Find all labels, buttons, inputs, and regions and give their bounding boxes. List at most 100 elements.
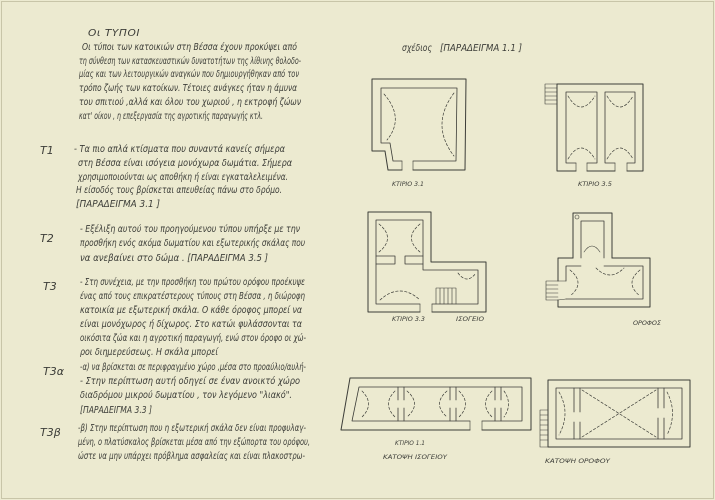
- staircase: [545, 280, 567, 301]
- type-line: - Στην περίπτωση αυτή οδηγεί σε έναν ανο…: [80, 376, 300, 387]
- cross-vault-line: [581, 389, 657, 438]
- type-line: μένη, ο πλατύσκαλος βρίσκεται μέσα από τ…: [77, 437, 310, 448]
- intro-line: τρόπο ζωής των κατοίκων. Τέτοιες ανάγκες…: [79, 83, 298, 94]
- type-t3b: T3β -β) Στην περίπτωση που η εξωτερική σ…: [40, 423, 310, 462]
- vault-line: [388, 390, 396, 418]
- type-line: ένας από τους επικρατέστερους τύπους στη…: [80, 291, 305, 302]
- inner-wall: [351, 386, 523, 422]
- type-t2: T2 - Εξέλιξη αυτού του προηγούμενου τύπο…: [40, 224, 305, 264]
- staircase: [435, 287, 457, 305]
- intro-paragraph: Οι τύποι των κατοικιών στη Βέσσα έχουν π…: [78, 42, 301, 122]
- door-jambs: [469, 420, 483, 431]
- staircase: [544, 83, 558, 105]
- caption-ground-floor: ΙΣΟΓΕΙΟ: [456, 315, 484, 323]
- vault-line: [503, 390, 509, 418]
- caption-upper-floor-plan: ΚΑΤΟΨΗ ΟΡΟΦΟΥ: [545, 457, 611, 465]
- type-line: οικόσιτα ζώα και η αγροτική παραγωγή, εν…: [80, 333, 306, 344]
- vault-line: [567, 95, 596, 108]
- type-label: T3β: [40, 426, 61, 439]
- floor-plans: [340, 78, 691, 448]
- type-label: T2: [40, 232, 54, 245]
- inner-wall: [380, 87, 458, 162]
- plan-building-1-1-ground: [340, 377, 532, 431]
- vault-line: [439, 390, 448, 418]
- plan-upper-floor: [545, 212, 651, 308]
- vault-line: [485, 390, 493, 418]
- caption-building-3-3: ΚΤΙΡΙΟ 3.3: [392, 315, 425, 323]
- outer-wall: [371, 78, 467, 171]
- outer-wall: [556, 83, 644, 172]
- type-line: ώστε να μην υπάρχει πρόβλημα ασφαλείας κ…: [78, 451, 305, 462]
- example-reference: [ΠΑΡΑΔΕΙΓΜΑ 3.1 ]: [76, 199, 160, 210]
- partition-wall: [449, 386, 457, 422]
- intro-line: του σπιτιού ,αλλά και όλου του χωριού , …: [79, 97, 302, 108]
- page-heading: Οι ΤΥΠΟΙ: [88, 28, 140, 39]
- type-line: Η είσοδός τους βρίσκεται απευθείας πάνω …: [76, 185, 282, 196]
- inner-wall: [375, 219, 479, 305]
- sheet-word: σχέδιος: [402, 43, 432, 54]
- partition-wall: [573, 387, 581, 440]
- type-line: -α) να βρίσκεται σε περιφραγμένο χώρο ,μ…: [80, 362, 306, 373]
- plan-building-3-3-ground: [367, 211, 487, 313]
- vault-line: [406, 390, 415, 418]
- inner-wall-left-room: [565, 91, 598, 164]
- caption-building-1-1: ΚΤΙΡΙΟ 1.1: [395, 439, 425, 447]
- outer-wall: [340, 377, 532, 431]
- type-line: προσθήκη ενός ακόμα δωματίου και εξωτερι…: [80, 238, 305, 249]
- sheet-example-reference: [ΠΑΡΑΔΕΙΓΜΑ 1.1 ]: [440, 43, 522, 54]
- type-line: διαδρόμου μικρού δωματίου , τον λεγόμενο…: [80, 390, 292, 401]
- vault-line: [569, 269, 579, 297]
- plan-building-1-1-upper: [539, 379, 691, 448]
- vault-line: [666, 391, 673, 436]
- column-mark: [574, 214, 580, 220]
- caption-ground-floor-plan: ΚΑΤΟΨΗ ΙΣΟΓΕΙΟΥ: [383, 453, 448, 461]
- staircase: [539, 409, 549, 448]
- partition-wall: [494, 386, 502, 422]
- vault-line: [457, 272, 477, 280]
- intro-line: κατ' οίκον , η επεξεργασία της αγροτικής…: [79, 111, 263, 122]
- door-jambs: [575, 162, 628, 172]
- vault-line: [567, 147, 596, 160]
- outer-wall: [547, 379, 691, 448]
- plan-labels: σχέδιος [ΠΑΡΑΔΕΙΓΜΑ 1.1 ] ΚΤΙΡΙΟ 3.1 ΚΤΙ…: [383, 43, 662, 465]
- vault-line: [606, 147, 634, 160]
- caption-building-3-5: ΚΤΙΡΙΟ 3.5: [578, 180, 612, 188]
- vault-line: [558, 391, 566, 436]
- vault-line: [458, 390, 466, 418]
- partition-wall: [375, 255, 424, 265]
- type-t1: T1 - Τα πιο απλά κτίσματα που συναντά κα…: [40, 144, 293, 210]
- type-line: ροι διημερεύσεως. Η σκάλα μπορεί: [80, 347, 219, 358]
- type-line: στη Βέσσα είναι ισόγεια μονόχωρα δωμάτια…: [78, 158, 293, 169]
- vault-line: [606, 95, 634, 108]
- lower-outer-wall: [557, 257, 651, 308]
- vault-line: [631, 269, 641, 297]
- door-swing: [583, 245, 601, 253]
- vault-line: [595, 267, 625, 276]
- inner-wall: [555, 387, 683, 440]
- vault-line: [379, 290, 421, 301]
- vault-line: [383, 93, 396, 141]
- caption-upper-floor: ΟΡΟΦΟΣ: [633, 319, 662, 327]
- type-line: είναι μονόχωρος ή δίχωρος. Στο κατώι φυλ…: [80, 319, 303, 330]
- type-line: - Εξέλιξη αυτού του προηγούμενου τύπου υ…: [80, 224, 301, 235]
- type-line: - Στη συνέχεια, με την προσθήκη του πρώτ…: [80, 277, 305, 288]
- type-label: T3: [43, 280, 57, 293]
- type-line: χρησιμοποιούνται ως αποθήκη ή είναι εγκα…: [77, 172, 288, 183]
- inner-wall-right-room: [604, 91, 636, 164]
- upper-outer-wall: [572, 212, 613, 259]
- vault-line: [441, 92, 455, 157]
- plan-building-3-1: [371, 78, 467, 171]
- partition-wall: [657, 387, 665, 440]
- lower-inner-wall: [565, 265, 644, 300]
- door-jambs: [419, 303, 433, 313]
- type-line: κατοικία με εξωτερική σκάλα. Ο κάθε όροφ…: [80, 305, 303, 316]
- door-jambs: [401, 160, 414, 171]
- upper-inner-wall: [580, 220, 605, 259]
- type-label: T1: [40, 144, 54, 157]
- intro-line: Οι τύποι των κατοικιών στη Βέσσα έχουν π…: [82, 42, 297, 53]
- example-reference: [ΠΑΡΑΔΕΙΓΜΑ 3.3 ]: [80, 405, 152, 416]
- type-t3a: T3α -α) να βρίσκεται σε περιφραγμένο χώρ…: [43, 362, 306, 416]
